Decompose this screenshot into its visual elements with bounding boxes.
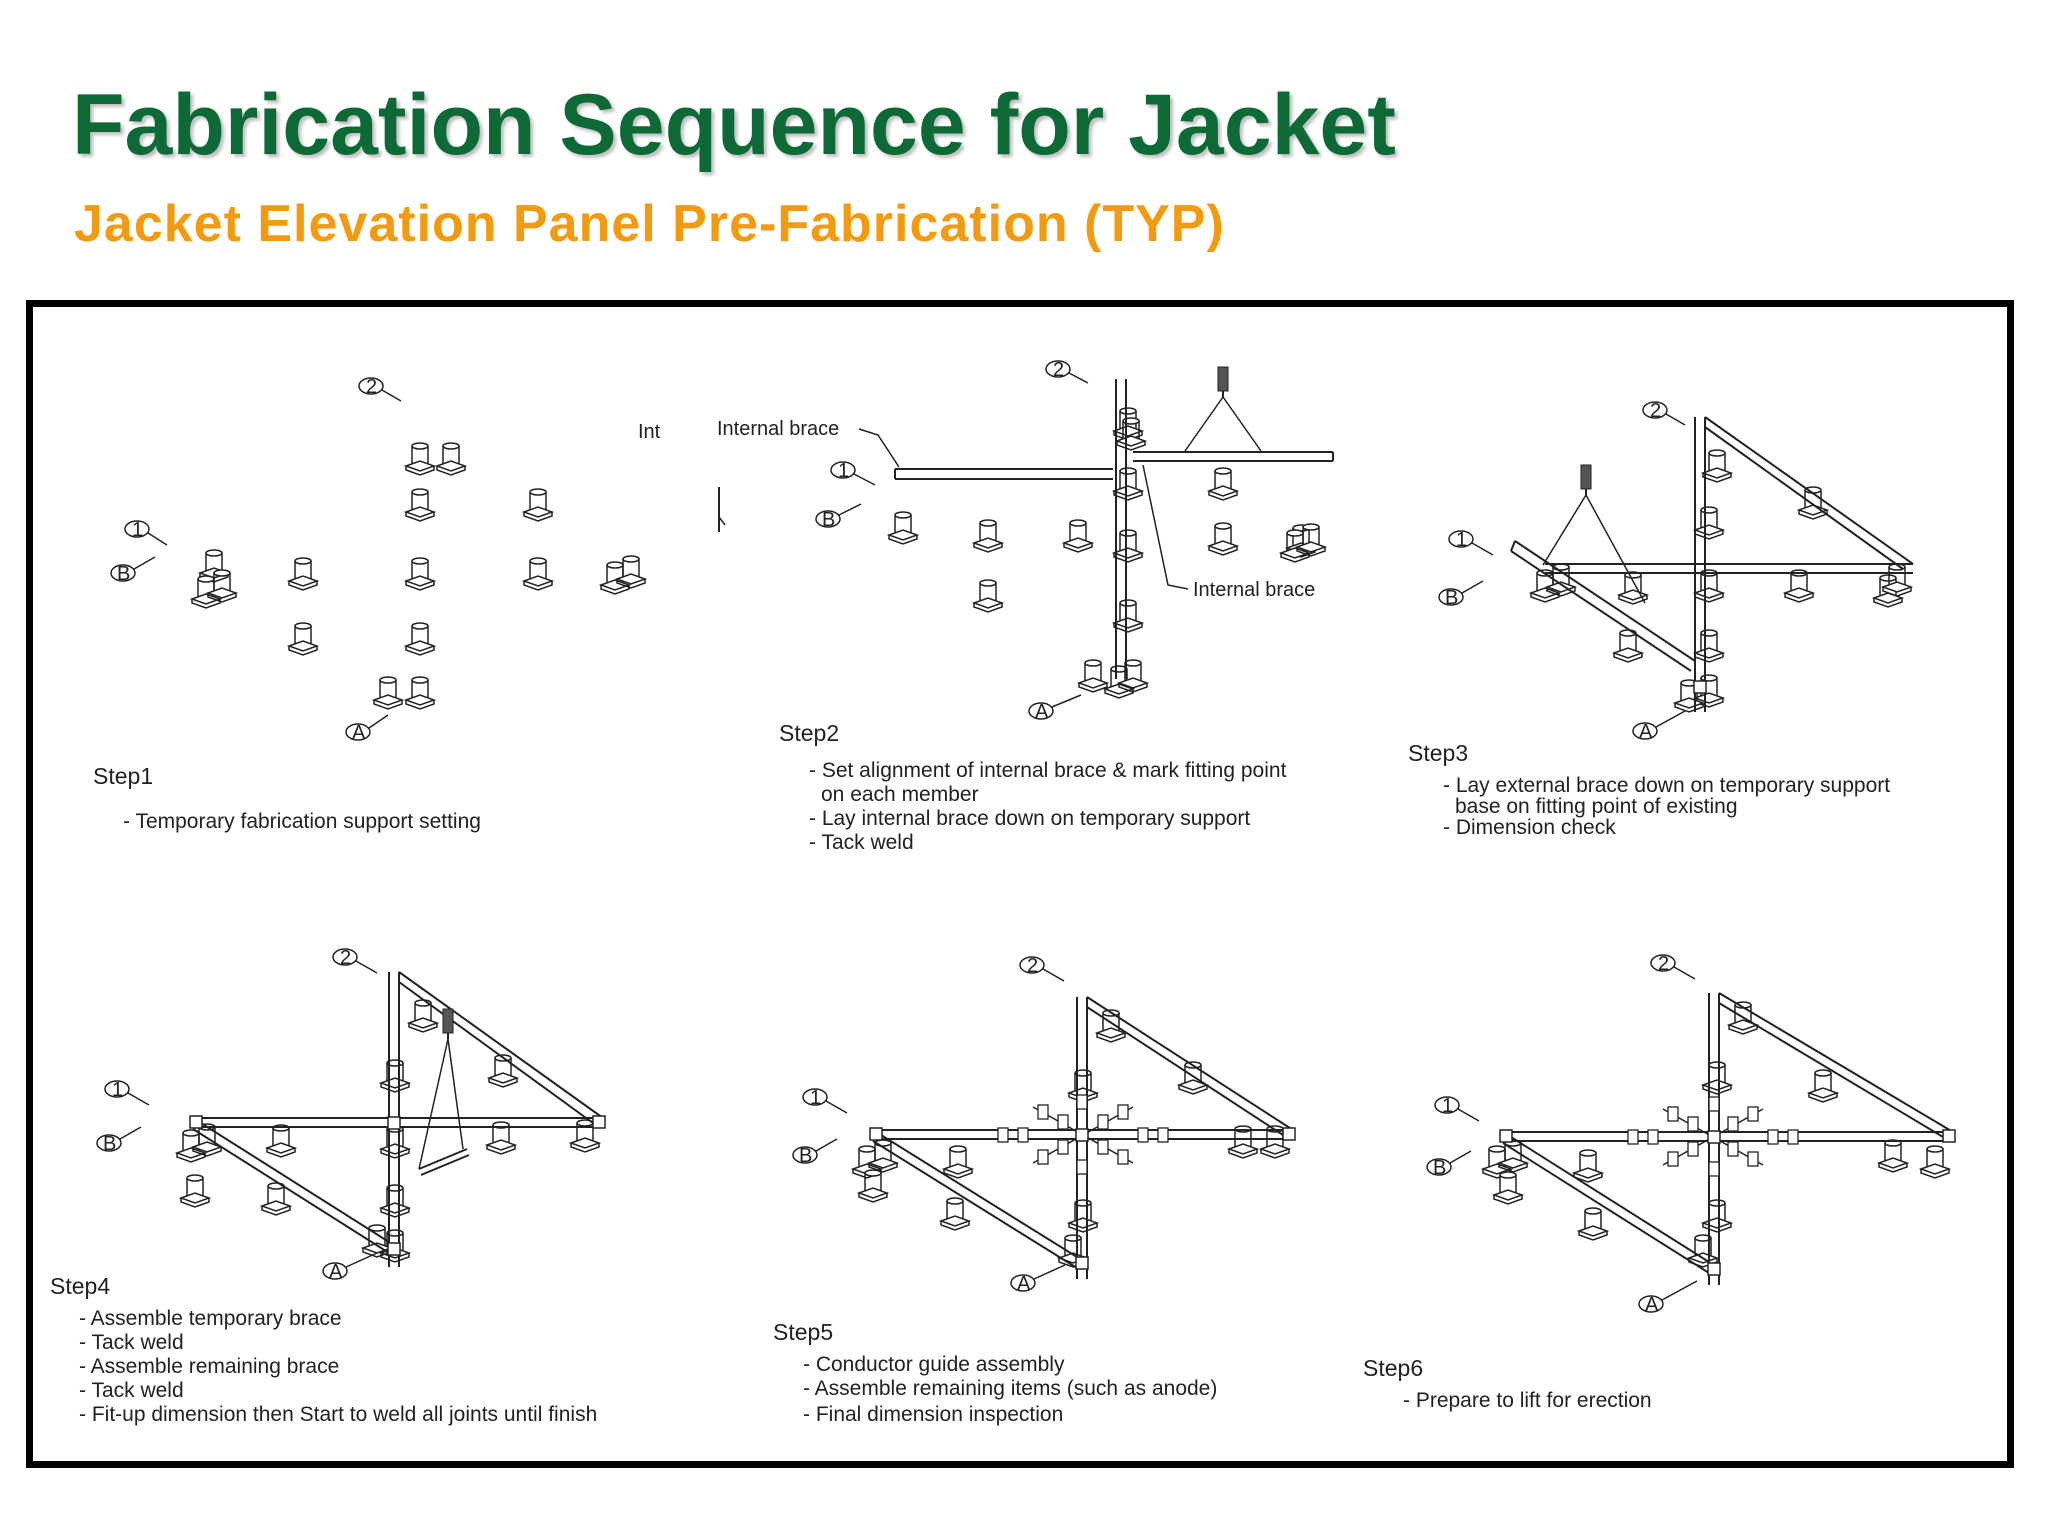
step5-note: - Final dimension inspection — [803, 1403, 1063, 1426]
grid-marker-label: 1 — [838, 460, 849, 482]
grid-marker-label: 2 — [1053, 359, 1064, 381]
grid-marker-label: B — [1445, 587, 1458, 609]
step4-note: - Assemble remaining brace — [79, 1355, 339, 1378]
step1-heading: Step1 — [93, 763, 153, 789]
step6-note: - Prepare to lift for erection — [1403, 1389, 1652, 1412]
step4-external-brace-right — [398, 971, 604, 1124]
grid-marker-label: 2 — [1658, 953, 1669, 975]
step2-note: - Tack weld — [809, 831, 914, 854]
step2-note: - Set alignment of internal brace & mark… — [809, 759, 1287, 782]
step5-external-brace-left — [872, 1129, 1078, 1269]
grid-marker-label: A — [352, 722, 366, 744]
fabrication-diagram: 2 1 B A Int Step1 - Temporary fabricatio… — [50, 359, 1956, 1426]
slide-subtitle: Jacket Elevation Panel Pre-Fabrication (… — [74, 195, 1225, 253]
grid-marker-label: A — [1035, 701, 1049, 723]
step3-note: - Lay external brace down on temporary s… — [1443, 774, 1890, 797]
cropped-drawing-fragment — [718, 487, 726, 532]
step2-leg — [1115, 379, 1127, 679]
step3-internal-braces — [1545, 563, 1913, 574]
step4-note: - Fit-up dimension then Start to weld al… — [79, 1403, 597, 1426]
step2-note: - Lay internal brace down on temporary s… — [809, 807, 1250, 830]
step5-grid-markers: 2 1 B A — [792, 955, 1066, 1295]
grid-marker-label: B — [799, 1145, 812, 1167]
diagram-frame: 2 1 B A Int Step1 - Temporary fabricatio… — [26, 300, 2014, 1468]
step6-horizontal-brace — [1503, 1131, 1953, 1142]
step2-callout-internal-brace: Internal brace — [717, 418, 839, 440]
step2-callout-internal-brace: Internal brace — [1193, 579, 1315, 601]
step1-supports — [192, 442, 645, 710]
step5-note: - Conductor guide assembly — [803, 1353, 1065, 1376]
grid-marker-label: 1 — [810, 1087, 821, 1109]
grid-marker-label: A — [329, 1261, 343, 1283]
grid-marker-label: 1 — [132, 519, 143, 541]
step6-heading: Step6 — [1363, 1355, 1423, 1381]
step3-grid-markers: 2 1 B A — [1438, 400, 1686, 743]
grid-marker-label: 2 — [340, 947, 351, 969]
grid-marker-label: 1 — [1442, 1095, 1453, 1117]
step2-heading: Step2 — [779, 720, 839, 746]
step4-note: - Tack weld — [79, 1331, 184, 1354]
step1-grid-markers: 2 1 B A — [110, 376, 402, 744]
step3-external-brace-right — [1704, 416, 1914, 570]
grid-marker-label: 1 — [112, 1079, 123, 1101]
grid-marker-label: 2 — [1027, 955, 1038, 977]
grid-marker-label: A — [1645, 1294, 1659, 1316]
step2-lifting-sling — [1184, 366, 1262, 452]
grid-marker-label: 2 — [366, 376, 377, 398]
step1-panel: 2 1 B A Int Step1 - Temporary fabricatio… — [93, 376, 726, 833]
step4-note: - Assemble temporary brace — [79, 1307, 342, 1330]
grid-marker-label: B — [103, 1133, 116, 1155]
grid-marker-label: B — [1433, 1157, 1446, 1179]
step3-node — [1693, 680, 1707, 694]
step4-heading: Step4 — [50, 1273, 110, 1299]
step3-note: - Dimension check — [1443, 816, 1616, 839]
step3-note: base on fitting point of existing — [1455, 795, 1738, 818]
step5-external-brace-right — [1086, 996, 1294, 1136]
step3-external-brace-lifted — [1510, 540, 1696, 672]
step2-panel: Internal brace Internal brace 2 1 B A St… — [717, 359, 1334, 854]
step4-external-brace-left — [192, 1117, 390, 1254]
step3-lifting-sling — [1542, 464, 1646, 604]
grid-marker-label: A — [1639, 721, 1653, 743]
grid-marker-label: 1 — [1456, 529, 1467, 551]
step4-panel: 2 1 B A Step4 - Assemble temporary brace… — [50, 947, 606, 1426]
grid-marker-label: B — [117, 563, 130, 585]
step2-internal-brace-right — [1133, 451, 1334, 462]
step4-grid-markers: 2 1 B A — [96, 947, 378, 1283]
grid-marker-label: B — [822, 509, 835, 531]
step4-note: - Tack weld — [79, 1379, 184, 1402]
step1-note: - Temporary fabrication support setting — [123, 810, 481, 833]
step5-heading: Step5 — [773, 1319, 833, 1345]
step2-note: on each member — [821, 783, 979, 806]
step6-panel: 2 1 B A Step6 - Prepare to lift for erec… — [1363, 953, 1956, 1412]
step4-temporary-brace-sling — [418, 1008, 470, 1176]
step2-internal-brace-left — [894, 468, 1113, 480]
step6-external-brace-right — [1718, 992, 1954, 1138]
step6-external-brace-left — [1502, 1131, 1710, 1274]
step3-heading: Step3 — [1408, 740, 1468, 766]
step5-panel: 2 1 B A Step5 - Conductor guide assembly… — [773, 955, 1296, 1426]
step2-grid-markers: 2 1 B A — [815, 359, 1089, 723]
grid-marker-label: A — [1017, 1273, 1031, 1295]
step6-grid-markers: 2 1 B A — [1426, 953, 1698, 1316]
grid-marker-label: 2 — [1650, 400, 1661, 422]
step3-panel: 2 1 B A Step3 - Lay external brace down … — [1408, 400, 1914, 839]
step5-note: - Assemble remaining items (such as anod… — [803, 1377, 1217, 1400]
slide-title: Fabrication Sequence for Jacket — [72, 77, 1396, 173]
cropped-label-fragment: Int — [638, 421, 661, 443]
